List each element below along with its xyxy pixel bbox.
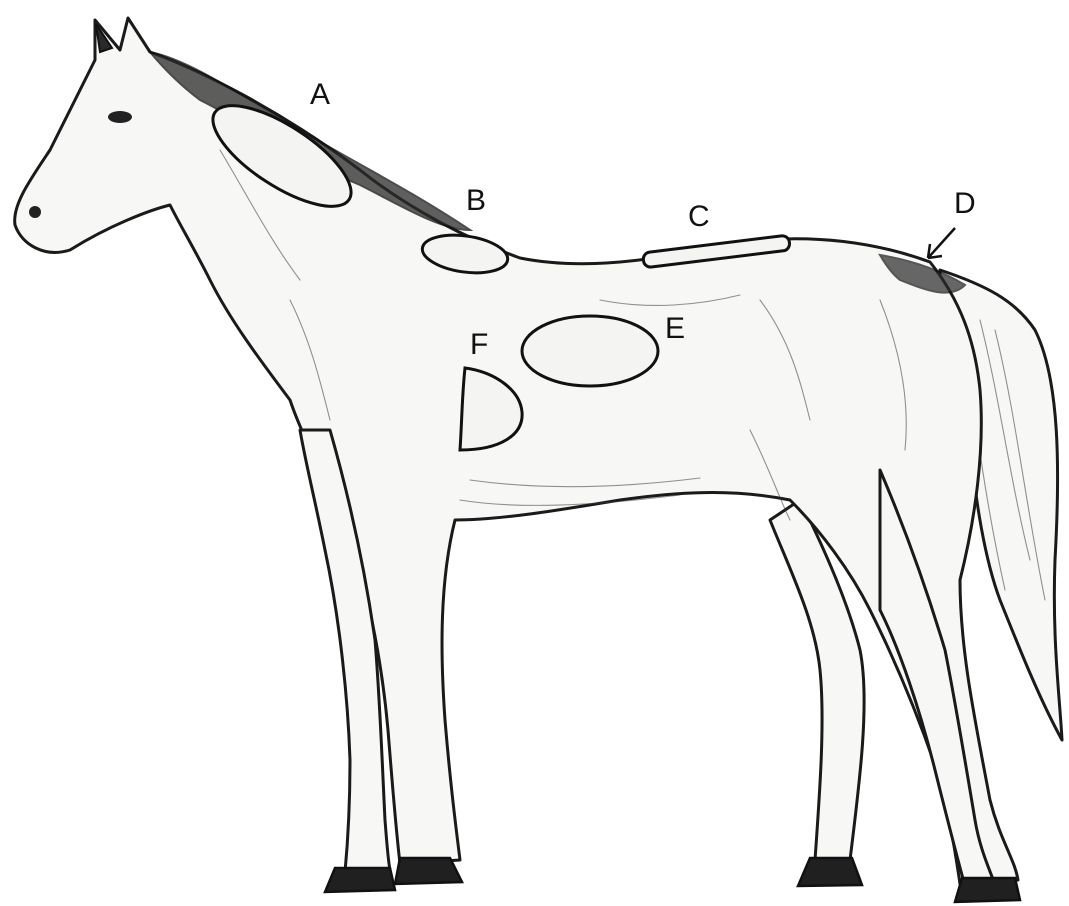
label-c: C (688, 200, 710, 233)
label-a: A (310, 78, 330, 111)
horse-eye (108, 111, 132, 123)
near-hind-hoof (955, 878, 1020, 902)
region-e (522, 316, 658, 386)
near-front-hoof (325, 868, 395, 892)
far-hind-hoof (798, 858, 862, 886)
region-d-arrow-line (928, 228, 955, 258)
label-d: D (954, 187, 976, 220)
label-e: E (665, 312, 685, 345)
far-front-hoof (395, 858, 462, 884)
horse-body (15, 18, 1018, 884)
horse-nostril (29, 206, 41, 218)
label-f: F (470, 328, 488, 361)
label-b: B (466, 184, 486, 217)
